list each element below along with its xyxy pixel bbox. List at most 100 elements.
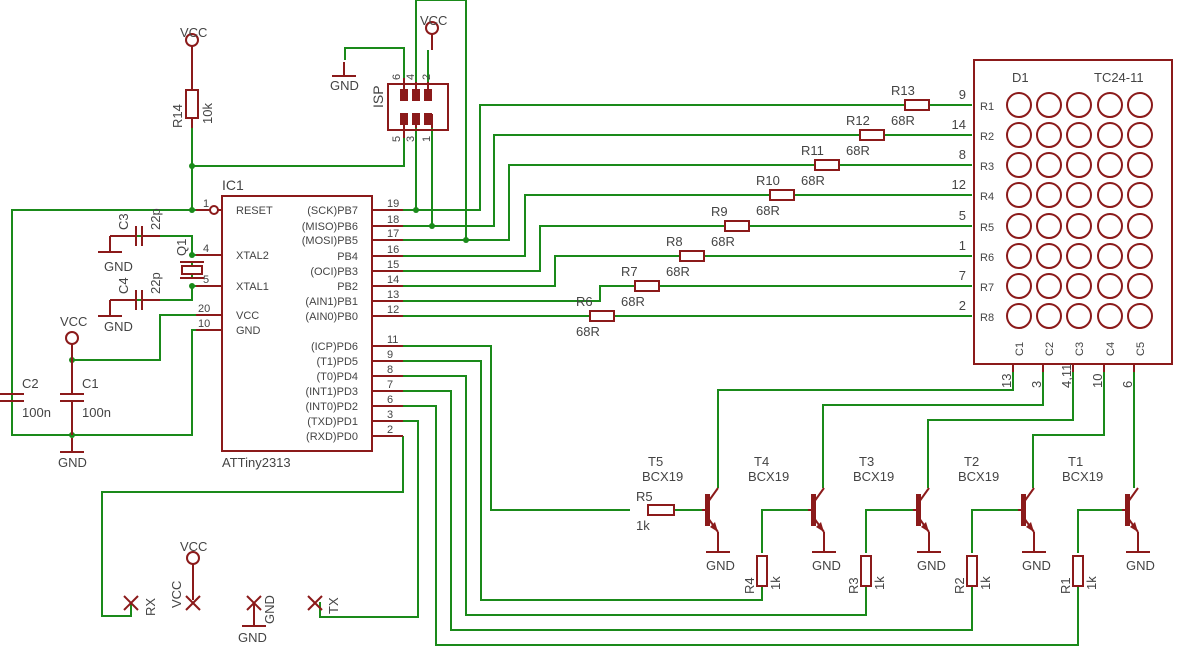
transistor-ref: T5 [648, 454, 663, 469]
c1-ref: C1 [82, 376, 99, 391]
ic1-pin-num: 16 [387, 244, 399, 256]
transistor-gnd-label: GND [917, 558, 946, 573]
ic1-pin-num: 4 [203, 243, 209, 255]
led-dot [1036, 92, 1062, 118]
base-resistor-ref: R4 [742, 577, 757, 594]
matrix-col-label: C5 [1135, 342, 1147, 356]
matrix-row-label: R5 [980, 222, 994, 234]
base-resistor-value: 1k [978, 576, 993, 590]
matrix-row-pin: 1 [959, 238, 966, 253]
matrix-col-pin: 6 [1120, 381, 1135, 388]
isp-connector: ISP 6 4 2 5 3 1 VCC GND [330, 13, 449, 142]
ic1-pin-num: 13 [387, 289, 399, 301]
matrix-col-label: C2 [1044, 342, 1056, 356]
transistor-part: BCX19 [642, 469, 683, 484]
transistor-ref: T3 [859, 454, 874, 469]
ic1-pin-name: (MISO)PB6 [302, 221, 358, 233]
transistor-gnd-label: GND [812, 558, 841, 573]
led-dot [1006, 213, 1032, 239]
r14-vcc-label: VCC [180, 25, 207, 40]
ic1-pin-name: (T0)PD4 [316, 371, 358, 383]
led-matrix: D1 TC24-11 R1R2R3R4R5R6R7R8C113C23C34,11… [973, 59, 1173, 388]
matrix-col-pin: 13 [999, 374, 1014, 388]
ic1-pin-num: 5 [203, 274, 209, 286]
isp-pin: 6 [391, 74, 403, 80]
matrix-row-pin: 2 [959, 298, 966, 313]
led-dot [1006, 152, 1032, 178]
row-resistor-body [814, 159, 840, 171]
led-dot [1097, 213, 1123, 239]
matrix-col-label: C3 [1074, 342, 1086, 356]
base-resistor-ref: R1 [1058, 577, 1073, 594]
transistor-ref: T1 [1068, 454, 1083, 469]
gnd-bottom-label: GND [238, 630, 267, 645]
row-resistor-ref: R11 [801, 143, 824, 158]
row-resistor-ref: R12 [846, 113, 870, 128]
led-dot [1127, 152, 1153, 178]
rx-label: RX [143, 598, 158, 616]
led-dot [1036, 182, 1062, 208]
r14-ref: R14 [170, 104, 185, 128]
led-dot [1036, 213, 1062, 239]
vcc-top-label: VCC [180, 539, 207, 554]
ic1-pin-num: 17 [387, 228, 399, 240]
row-resistors: R1368R9R1268R14R1168R8R1068R12R968R5R868… [576, 83, 966, 339]
led-dot [1006, 243, 1032, 269]
ic1-pin-name: (OCI)PB3 [310, 266, 358, 278]
led-dot [1127, 122, 1153, 148]
matrix-row-label: R2 [980, 131, 994, 143]
led-dot [1127, 243, 1153, 269]
c1-vcc-label: VCC [60, 314, 87, 329]
row-resistor-value: 68R [666, 264, 690, 279]
row-resistor-ref: R13 [891, 83, 915, 98]
matrix-col-pin: 4,11 [1059, 364, 1074, 388]
matrix-part: TC24-11 [1094, 70, 1144, 85]
transistor-part: BCX19 [958, 469, 999, 484]
isp-pin: 5 [391, 136, 403, 142]
c2-value: 100n [22, 405, 51, 420]
transistor-ref: T2 [964, 454, 979, 469]
isp-gnd-label: GND [330, 78, 359, 93]
matrix-row-pin: 12 [952, 177, 966, 192]
led-dot [1006, 182, 1032, 208]
led-dot [1066, 122, 1092, 148]
ic1-ref: IC1 [222, 177, 244, 193]
led-dot [1097, 243, 1123, 269]
ic1-pin-name: (AIN1)PB1 [305, 296, 358, 308]
transistor-part: BCX19 [853, 469, 894, 484]
led-dot [1097, 273, 1123, 299]
c2-capacitor: C2 100n [0, 376, 51, 420]
transistor-gnd-label: GND [1022, 558, 1051, 573]
ic1-pin-name: PB2 [337, 281, 358, 293]
ic1-pin-name: GND [236, 325, 261, 337]
isp-pin: 3 [405, 136, 417, 142]
isp-pin: 2 [421, 74, 433, 80]
matrix-row-pin: 5 [959, 208, 966, 223]
base-resistor-ref: R3 [846, 577, 861, 594]
row-resistor-ref: R8 [666, 234, 683, 249]
row-resistor-value: 68R [576, 324, 600, 339]
matrix-row-label: R8 [980, 312, 994, 324]
matrix-row-pin: 14 [952, 117, 966, 132]
ic1-pin-num: 10 [198, 318, 210, 330]
isp-pin: 1 [421, 136, 433, 142]
c4-value: 22p [148, 272, 163, 294]
ic1-pin-name: (INT0)PD2 [305, 401, 358, 413]
c3-ref: C3 [116, 213, 131, 230]
led-dot [1006, 273, 1032, 299]
vcc-conn-label: VCC [169, 581, 184, 608]
ic1-pin-name: (ICP)PD6 [311, 341, 358, 353]
ic1-pin-name: (AIN0)PB0 [305, 311, 358, 323]
ic1-pin-name: (TXD)PD1 [307, 416, 358, 428]
ic1-part: ATTiny2313 [222, 455, 291, 470]
transistor-bank: T5BCX19GNDT4BCX19GNDT3BCX19GNDT2BCX19GND… [636, 454, 1155, 594]
led-dot [1127, 92, 1153, 118]
ic1-pin-num: 15 [387, 259, 399, 271]
ic1-pin-name: (T1)PD5 [316, 356, 358, 368]
row-resistor-body [859, 129, 885, 141]
row-resistor-ref: R7 [621, 264, 638, 279]
